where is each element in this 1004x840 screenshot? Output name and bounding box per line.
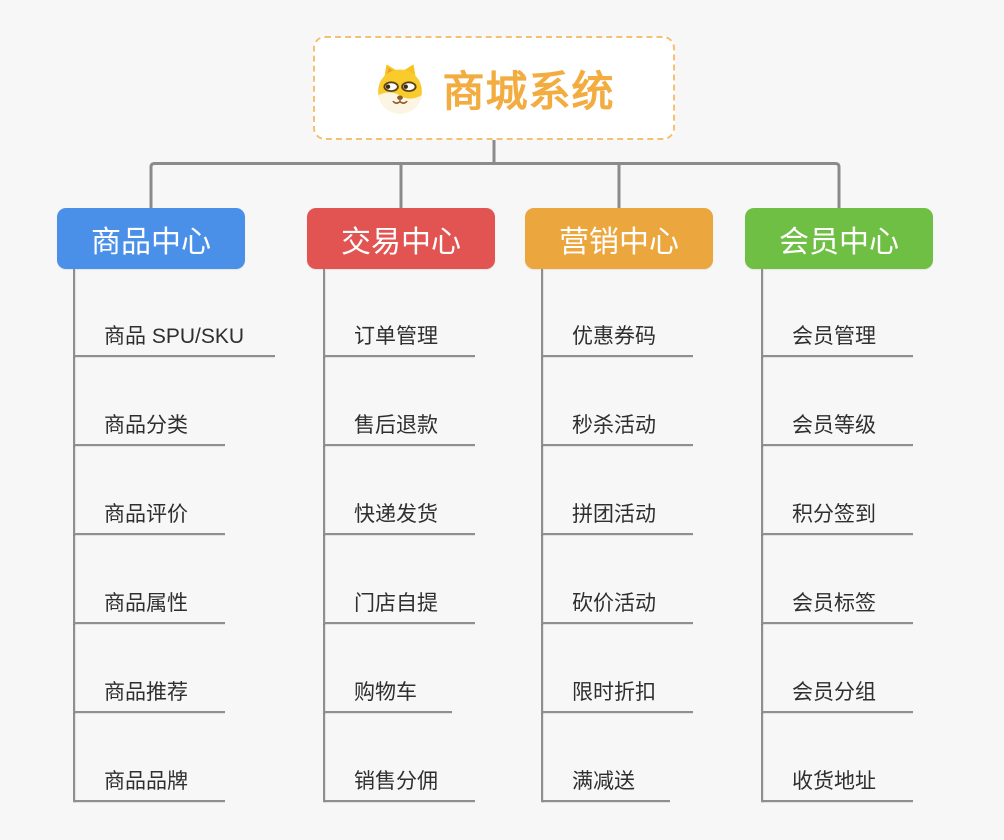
subtopic-item[interactable]: 商品属性 — [73, 584, 225, 624]
branch-trade-center: 交易中心 订单管理 售后退款 快递发货 门店自提 购物车 销售分佣 — [307, 208, 495, 802]
subtopic-item[interactable]: 商品推荐 — [73, 673, 225, 713]
subtopic-item[interactable]: 优惠券码 — [541, 317, 693, 357]
branch-connector-line — [761, 269, 763, 802]
subtopic-item[interactable]: 快递发货 — [323, 495, 475, 535]
subtopic-item[interactable]: 商品分类 — [73, 406, 225, 446]
subtopic-item[interactable]: 积分签到 — [761, 495, 913, 535]
subtopic-item[interactable]: 订单管理 — [323, 317, 475, 357]
subtopic-item[interactable]: 购物车 — [323, 673, 452, 713]
subtopic-item[interactable]: 会员标签 — [761, 584, 913, 624]
subtopic-item[interactable]: 收货地址 — [761, 762, 913, 802]
branch-connector-line — [541, 269, 543, 802]
subtopic-item[interactable]: 售后退款 — [323, 406, 475, 446]
subtopic-item[interactable]: 会员管理 — [761, 317, 913, 357]
root-topic[interactable]: 商城系统 — [313, 36, 675, 140]
subtopic-item[interactable]: 会员等级 — [761, 406, 913, 446]
branch-topic-product-center[interactable]: 商品中心 — [57, 208, 245, 269]
subtopic-item[interactable]: 门店自提 — [323, 584, 475, 624]
subtopic-item[interactable]: 满减送 — [541, 762, 670, 802]
branch-connector-line — [323, 269, 325, 802]
subtopic-item[interactable]: 限时折扣 — [541, 673, 693, 713]
branch-marketing-center: 营销中心 优惠券码 秒杀活动 拼团活动 砍价活动 限时折扣 满减送 — [525, 208, 713, 802]
branch-product-center: 商品中心 商品 SPU/SKU 商品分类 商品评价 商品属性 商品推荐 商品品牌 — [57, 208, 275, 802]
subtopic-item[interactable]: 会员分组 — [761, 673, 913, 713]
branch-member-center: 会员中心 会员管理 会员等级 积分签到 会员标签 会员分组 收货地址 — [745, 208, 933, 802]
branch-topic-member-center[interactable]: 会员中心 — [745, 208, 933, 269]
branch-topic-marketing-center[interactable]: 营销中心 — [525, 208, 713, 269]
subtopic-item[interactable]: 砍价活动 — [541, 584, 693, 624]
subtopic-item[interactable]: 商品品牌 — [73, 762, 225, 802]
subtopic-item[interactable]: 商品评价 — [73, 495, 225, 535]
doge-icon — [378, 64, 423, 114]
subtopic-item[interactable]: 秒杀活动 — [541, 406, 693, 446]
branch-connector-line — [73, 269, 75, 802]
branch-topic-trade-center[interactable]: 交易中心 — [307, 208, 495, 269]
subtopic-item[interactable]: 销售分佣 — [323, 762, 475, 802]
root-topic-title: 商城系统 — [442, 67, 615, 115]
subtopic-item[interactable]: 拼团活动 — [541, 495, 693, 535]
subtopic-item[interactable]: 商品 SPU/SKU — [73, 317, 275, 357]
